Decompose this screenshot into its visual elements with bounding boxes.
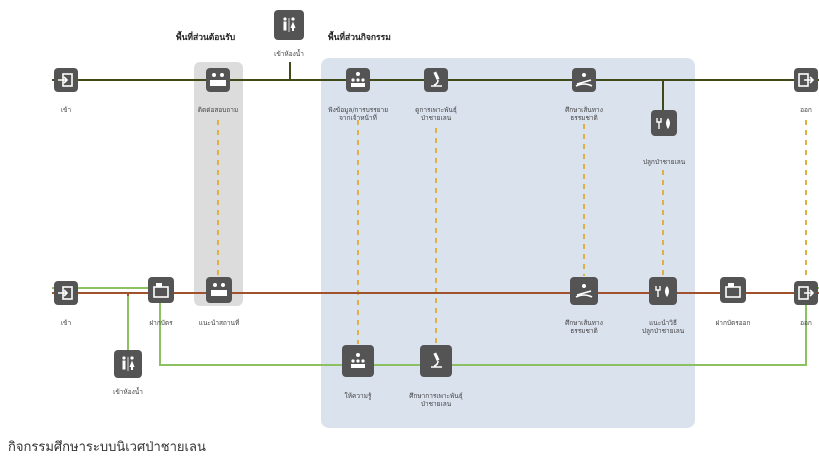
restroom-icon [114, 350, 142, 378]
restroom-icon [274, 10, 304, 40]
bottom-checkout-label: ฝากบัตรออก [715, 319, 751, 327]
planting-icon [651, 110, 677, 136]
diagram-caption: กิจกรรมศึกษาระบบนิเวศป่าชายเลน [8, 440, 206, 455]
microscope-icon [424, 68, 448, 92]
top-nature-label: ศึกษาเส้นทาง ธรรมชาติ [565, 106, 603, 122]
kayak-icon [570, 277, 598, 305]
top-restroom-label: เข้าห้องน้ำ [274, 50, 304, 58]
bottom-exit-label: ออก [800, 319, 812, 327]
reception-heading: พื้นที่ส่วนต้อนรับ [176, 33, 236, 43]
top-exhibit-label: ดูการเพาะพันธุ์ ป่าชายเลน [415, 106, 457, 122]
entrance-icon [54, 68, 78, 92]
entrance-icon [54, 281, 78, 305]
card-box-icon [720, 277, 746, 303]
reception-desk-icon [206, 277, 232, 303]
microscope-icon [420, 345, 452, 377]
kayak-icon [572, 68, 596, 92]
bottom-guide-label: แนะนำสถานที่ [198, 319, 240, 327]
activity-heading: พื้นที่ส่วนกิจกรรม [328, 33, 391, 43]
audience-icon [342, 345, 374, 377]
top-exit-label: ออก [800, 106, 812, 114]
exit-icon [794, 281, 818, 305]
activity-zone [321, 58, 695, 428]
bottom-lecture-label: ให้ความรู้ [344, 392, 372, 400]
top-entrance-label: เข้า [60, 106, 72, 114]
bottom-lab-label: ศึกษาการเพาะพันธุ์ ป่าชายเลน [409, 392, 463, 408]
bottom-entrance-label: เข้า [60, 319, 72, 327]
bottom-advise-label: แนะนำวิธี ปลูกป่าชายเลน [641, 319, 685, 335]
reception-desk-icon [206, 68, 230, 92]
exit-icon [794, 68, 818, 92]
top-planting-label: ปลูกป่าชายเลน [642, 158, 686, 166]
card-box-icon [148, 277, 174, 303]
top-listen-label: ฟังข้อมูล/การบรรยาย จากเจ้าหน้าที่ [327, 106, 389, 122]
top-contact-label: ติดต่อสอบถาม [197, 106, 239, 114]
planting-icon [649, 277, 677, 305]
bottom-nature-label: ศึกษาเส้นทาง ธรรมชาติ [565, 319, 603, 335]
audience-icon [346, 68, 370, 92]
bottom-register-label: ฝากบัตร [149, 319, 173, 327]
bottom-restroom-label: เข้าห้องน้ำ [113, 388, 143, 396]
